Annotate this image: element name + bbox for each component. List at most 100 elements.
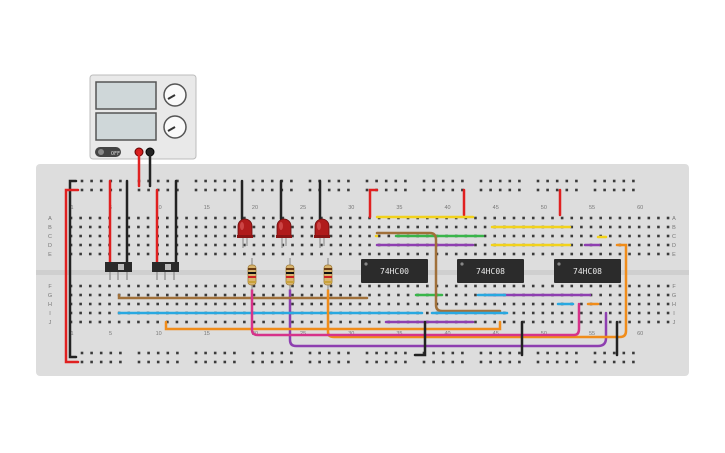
- hole: [589, 284, 593, 288]
- column-number: 1: [70, 331, 73, 337]
- magenta-wire[interactable]: [250, 288, 581, 337]
- hole: [637, 252, 641, 256]
- purple-wire[interactable]: [288, 288, 608, 348]
- row-letter: D: [48, 243, 52, 249]
- hole: [300, 293, 304, 297]
- hole: [522, 311, 525, 315]
- hole: [223, 284, 227, 288]
- chip-3[interactable]: 74HC08: [554, 259, 621, 283]
- hole: [348, 252, 352, 256]
- hole: [185, 320, 188, 324]
- led-3[interactable]: [314, 218, 330, 248]
- black-wire[interactable]: [413, 320, 427, 357]
- rail-hole: [536, 188, 540, 192]
- chip-1[interactable]: 74HC00: [361, 259, 428, 283]
- rail-hole: [204, 188, 207, 192]
- black-wire[interactable]: [68, 179, 78, 359]
- hole: [223, 234, 227, 238]
- hole: [358, 302, 362, 306]
- hole: [445, 284, 448, 288]
- hole: [531, 311, 535, 315]
- rail-hole: [498, 179, 502, 183]
- hole: [79, 252, 82, 256]
- hole: [397, 293, 400, 297]
- hole: [243, 216, 246, 220]
- rail-hole: [384, 179, 388, 183]
- voltage-knob[interactable]: [163, 83, 187, 107]
- current-knob[interactable]: [163, 115, 187, 139]
- hole: [628, 302, 631, 306]
- hole: [281, 293, 285, 297]
- rail-hole: [461, 351, 464, 355]
- hole: [108, 284, 111, 288]
- slide-switch-1[interactable]: [105, 262, 132, 280]
- led-2[interactable]: [276, 218, 292, 248]
- hole: [666, 302, 670, 306]
- row-letter: J: [49, 320, 52, 326]
- hole: [474, 320, 477, 324]
- hole: [329, 293, 333, 297]
- rail-hole: [119, 360, 122, 364]
- rail-hole: [575, 360, 578, 364]
- hole: [522, 284, 525, 288]
- hole: [348, 216, 352, 220]
- rail-hole: [384, 360, 388, 364]
- rail-hole: [290, 360, 293, 364]
- hole: [243, 293, 246, 297]
- orange-wire[interactable]: [164, 320, 502, 331]
- hole: [214, 243, 217, 247]
- column-number: 55: [589, 205, 595, 211]
- rail-hole: [441, 351, 445, 355]
- rail-hole: [622, 360, 626, 364]
- hole: [580, 243, 583, 247]
- hole: [88, 293, 92, 297]
- hole: [117, 234, 121, 238]
- hole: [599, 302, 602, 306]
- hole: [88, 284, 92, 288]
- rail-hole: [479, 179, 483, 183]
- hole: [657, 243, 660, 247]
- rail-hole: [603, 179, 606, 183]
- rail-hole: [261, 351, 264, 355]
- rail-hole: [290, 179, 293, 183]
- hole: [637, 311, 641, 315]
- resistor-2[interactable]: [285, 258, 295, 290]
- resistor-3[interactable]: [323, 258, 333, 290]
- hole: [127, 320, 131, 324]
- hole: [522, 320, 525, 324]
- hole: [204, 234, 208, 238]
- led-1[interactable]: [237, 218, 253, 248]
- rail-hole: [632, 179, 635, 183]
- hole: [580, 252, 583, 256]
- hole: [175, 320, 179, 324]
- hole: [291, 243, 294, 247]
- power-supply[interactable]: OFF: [89, 74, 197, 160]
- slide-switch-2[interactable]: [152, 262, 179, 280]
- hole: [194, 320, 198, 324]
- hole: [551, 216, 554, 220]
- hole: [531, 234, 535, 238]
- hole: [368, 302, 371, 306]
- rail-hole: [80, 360, 84, 364]
- resistor-1[interactable]: [247, 258, 257, 290]
- hole: [98, 320, 102, 324]
- red-wire[interactable]: [368, 188, 379, 219]
- hole: [368, 293, 371, 297]
- chip-2[interactable]: 74HC08: [457, 259, 524, 283]
- hole: [194, 216, 198, 220]
- brown-wire[interactable]: [117, 293, 369, 300]
- hole: [608, 320, 612, 324]
- rail-hole: [204, 351, 207, 355]
- red-wire[interactable]: [64, 188, 80, 364]
- hole: [204, 243, 208, 247]
- rail-hole: [327, 179, 331, 183]
- hole: [358, 234, 362, 238]
- rail-hole: [119, 351, 122, 355]
- hole: [666, 311, 670, 315]
- rail-hole: [365, 360, 369, 364]
- hole: [291, 284, 294, 288]
- brown-wire[interactable]: [375, 231, 502, 313]
- hole: [406, 225, 410, 229]
- rail-hole: [441, 188, 445, 192]
- hole: [406, 252, 410, 256]
